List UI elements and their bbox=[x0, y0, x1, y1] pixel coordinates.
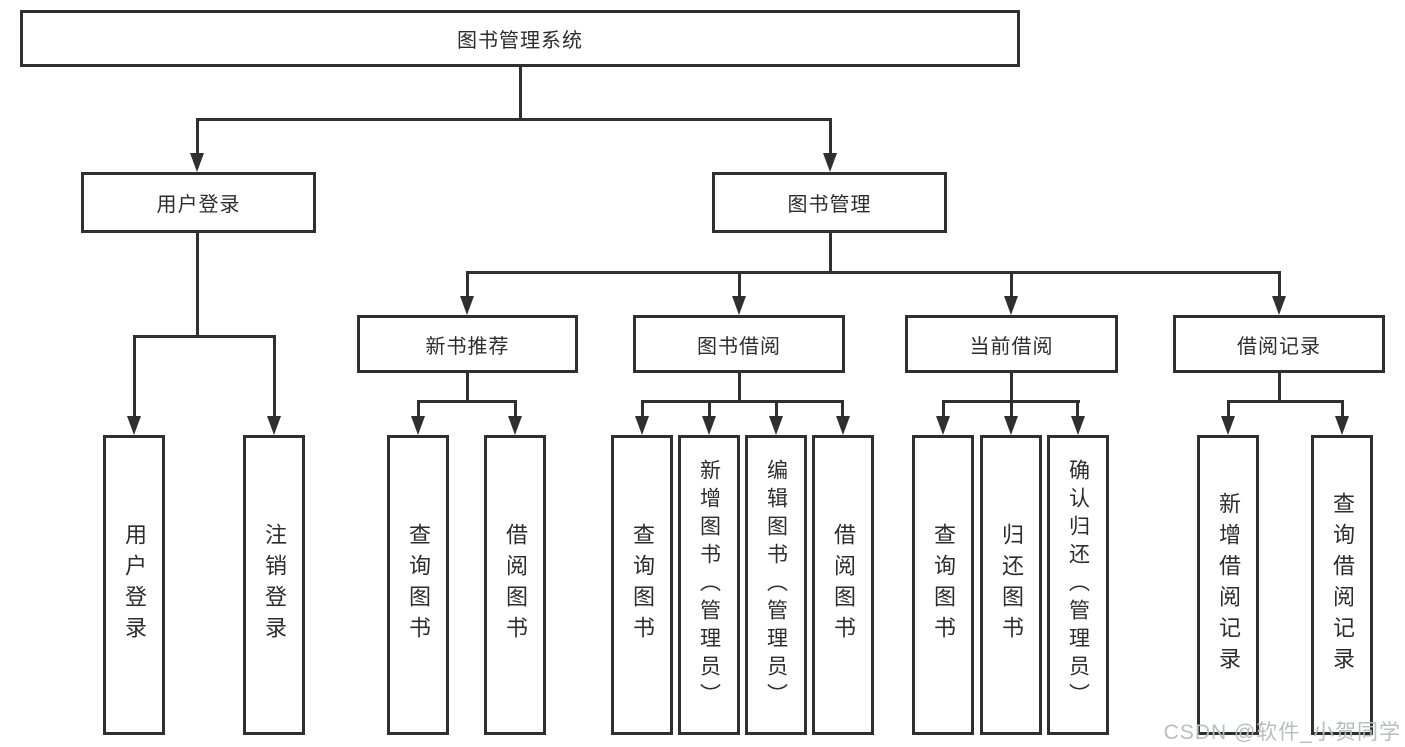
leaf-query-borrow-record: 查询借阅记录 bbox=[1311, 435, 1373, 735]
node-borrowing-records: 借阅记录 bbox=[1173, 315, 1385, 373]
connector-drop bbox=[841, 400, 844, 418]
arrow-down-icon bbox=[1071, 416, 1085, 435]
leaf-borrow-books: 借阅图书 bbox=[812, 435, 874, 735]
connector-user-login-stem bbox=[196, 233, 199, 337]
node-label: 当前借阅 bbox=[969, 335, 1054, 358]
node-label: 借阅图书 bbox=[831, 523, 856, 647]
arrow-down-icon bbox=[460, 296, 474, 315]
arrow-down-icon bbox=[936, 416, 950, 435]
connector-new-book-rail bbox=[417, 400, 517, 403]
arrow-down-icon bbox=[508, 416, 522, 435]
node-label: 借阅记录 bbox=[1237, 335, 1321, 358]
arrow-down-icon bbox=[1335, 416, 1349, 435]
connector-drop bbox=[708, 400, 711, 418]
connector-root-stem bbox=[519, 67, 522, 120]
connector-root-rail bbox=[196, 118, 832, 121]
connector-drop bbox=[641, 400, 644, 418]
node-label: 用户登录 bbox=[156, 194, 241, 216]
node-label: 借阅图书 bbox=[503, 523, 528, 647]
arrow-down-icon bbox=[635, 416, 649, 435]
leaf-edit-books-admin: 编辑图书（管理员） bbox=[745, 435, 807, 735]
connector-drop bbox=[1341, 400, 1344, 418]
node-label: 确认归还（管理员） bbox=[1066, 459, 1090, 711]
leaf-logout: 注销登录 bbox=[243, 435, 305, 735]
connector-book-borrow-rail bbox=[641, 400, 844, 403]
node-label: 图书管理系统 bbox=[457, 30, 583, 52]
node-label: 新书推荐 bbox=[425, 335, 510, 358]
csdn-watermark: CSDN @软件_小贺同学 bbox=[1163, 721, 1401, 744]
connector-drop-new-book bbox=[466, 271, 469, 298]
node-user-login: 用户登录 bbox=[81, 172, 316, 233]
connector-borrow-records-rail bbox=[1227, 400, 1344, 403]
connector-drop bbox=[942, 400, 945, 418]
arrow-down-icon bbox=[1272, 296, 1286, 315]
node-label: 查询借阅记录 bbox=[1330, 492, 1355, 678]
connector-book-mgmt-rail bbox=[466, 271, 1281, 274]
connector-drop-user-login bbox=[196, 118, 199, 155]
arrow-down-icon bbox=[836, 416, 850, 435]
leaf-add-books-admin: 新增图书（管理员） bbox=[678, 435, 740, 735]
connector-drop bbox=[514, 400, 517, 418]
node-label: 查询图书 bbox=[630, 523, 655, 647]
connector-book-mgmt-stem bbox=[829, 233, 832, 273]
leaf-return-books: 归还图书 bbox=[980, 435, 1042, 735]
node-book-borrowing: 图书借阅 bbox=[633, 315, 845, 373]
connector-drop-borrow-records bbox=[1278, 271, 1281, 298]
arrow-down-icon bbox=[267, 416, 281, 435]
connector-drop-login-leaf bbox=[133, 335, 136, 418]
arrow-down-icon bbox=[1221, 416, 1235, 435]
node-label: 新增借阅记录 bbox=[1216, 492, 1241, 678]
connector-drop-current-borrow bbox=[1010, 271, 1013, 298]
leaf-confirm-return-admin: 确认归还（管理员） bbox=[1047, 435, 1109, 735]
connector-drop-logout-leaf bbox=[273, 335, 276, 418]
arrow-down-icon bbox=[702, 416, 716, 435]
node-label: 图书管理 bbox=[787, 194, 872, 216]
node-label: 图书借阅 bbox=[697, 335, 781, 358]
node-label: 查询图书 bbox=[406, 523, 431, 647]
arrow-down-icon bbox=[411, 416, 425, 435]
node-label: 编辑图书（管理员） bbox=[764, 459, 788, 711]
arrow-down-icon bbox=[1004, 416, 1018, 435]
arrow-down-icon bbox=[732, 296, 746, 315]
node-label: 注销登录 bbox=[262, 523, 287, 647]
node-label: 归还图书 bbox=[999, 523, 1024, 647]
node-label: 新增图书（管理员） bbox=[697, 459, 721, 711]
connector-borrow-records-stem bbox=[1278, 373, 1281, 402]
leaf-add-borrow-record: 新增借阅记录 bbox=[1197, 435, 1259, 735]
connector-new-book-stem bbox=[466, 373, 469, 402]
arrow-down-icon bbox=[769, 416, 783, 435]
connector-user-login-rail bbox=[133, 335, 276, 338]
connector-drop bbox=[1076, 400, 1079, 418]
connector-drop-book-borrow bbox=[738, 271, 741, 298]
leaf-query-books-borrow: 查询图书 bbox=[611, 435, 673, 735]
node-label: 用户登录 bbox=[122, 523, 147, 647]
connector-drop bbox=[417, 400, 420, 418]
connector-current-borrow-stem bbox=[1010, 373, 1013, 402]
leaf-user-login: 用户登录 bbox=[103, 435, 165, 735]
node-book-management: 图书管理 bbox=[712, 172, 947, 233]
connector-drop bbox=[1010, 400, 1013, 418]
connector-drop-book-management bbox=[829, 118, 832, 155]
arrow-down-icon bbox=[127, 416, 141, 435]
leaf-borrow-books-recommend: 借阅图书 bbox=[484, 435, 546, 735]
connector-book-borrow-stem bbox=[738, 373, 741, 402]
node-label: 查询图书 bbox=[931, 523, 956, 647]
arrow-down-icon bbox=[1004, 296, 1018, 315]
connector-drop bbox=[775, 400, 778, 418]
leaf-query-books-recommend: 查询图书 bbox=[387, 435, 449, 735]
leaf-query-books-current: 查询图书 bbox=[912, 435, 974, 735]
node-new-book-recommendation: 新书推荐 bbox=[357, 315, 578, 373]
arrow-down-icon bbox=[190, 153, 204, 172]
arrow-down-icon bbox=[823, 153, 837, 172]
node-current-borrowing: 当前借阅 bbox=[905, 315, 1118, 373]
node-library-management-system: 图书管理系统 bbox=[20, 10, 1020, 67]
connector-drop bbox=[1227, 400, 1230, 418]
